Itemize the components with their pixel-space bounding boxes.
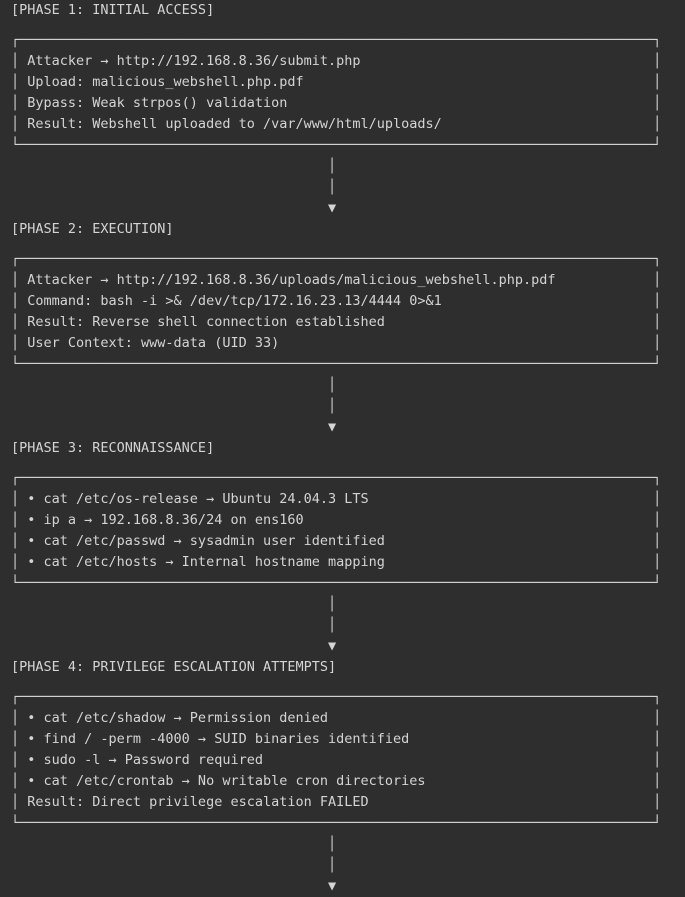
phase-box-1: ┌───────────────────────────────────────… [11, 32, 662, 153]
phase-header-3: [PHASE 3: RECONNAISSANCE] [11, 440, 215, 456]
phase-header-2: [PHASE 2: EXECUTION] [11, 221, 174, 237]
phase-block-3: [PHASE 3: RECONNAISSANCE] ┌─────────────… [0, 438, 685, 594]
phase-block-4: [PHASE 4: PRIVILEGE ESCALATION ATTEMPTS]… [0, 657, 685, 834]
connector-1: │ │ ▼ [327, 158, 337, 216]
spacer [0, 678, 685, 687]
connector-4: │ │ ▼ [327, 836, 337, 894]
phase-box-2: ┌───────────────────────────────────────… [11, 251, 662, 372]
phase-header-4: [PHASE 4: PRIVILEGE ESCALATION ATTEMPTS] [11, 659, 337, 675]
phase-block-2: [PHASE 2: EXECUTION] ┌──────────────────… [0, 219, 685, 375]
phase-box-3: ┌───────────────────────────────────────… [11, 470, 662, 591]
phase-block-1: [PHASE 1: INITIAL ACCESS] ┌─────────────… [0, 0, 685, 156]
spacer [0, 459, 685, 468]
phase-header-1: [PHASE 1: INITIAL ACCESS] [11, 2, 215, 18]
connector-2: │ │ ▼ [327, 377, 337, 435]
spacer [0, 21, 685, 30]
spacer [0, 240, 685, 249]
connector-3: │ │ ▼ [327, 596, 337, 654]
phase-box-4: ┌───────────────────────────────────────… [11, 689, 662, 831]
